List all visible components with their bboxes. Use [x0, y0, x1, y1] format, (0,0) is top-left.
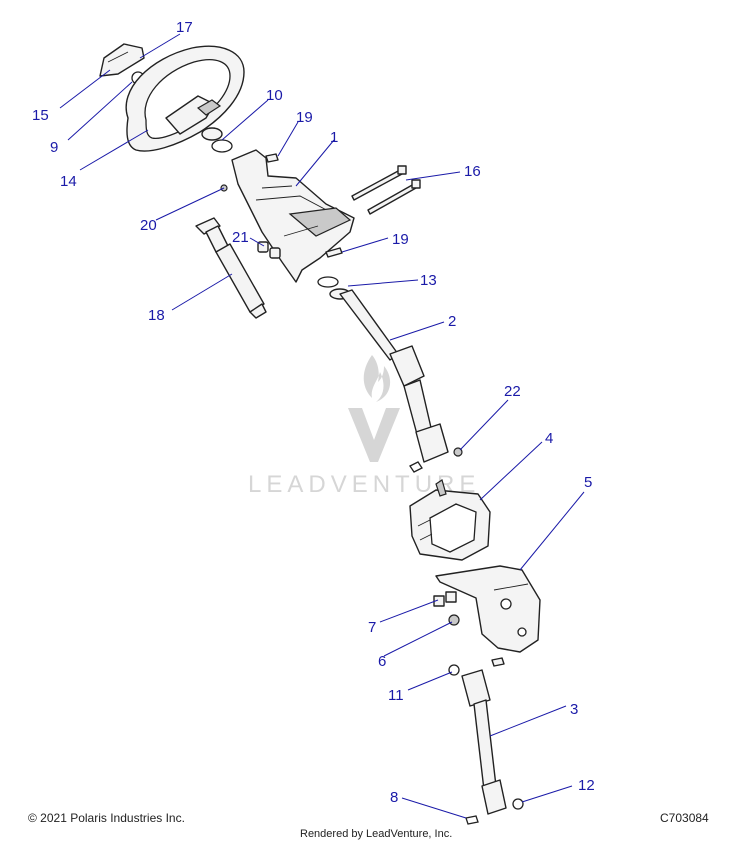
callout-10: 10	[266, 87, 283, 104]
copyright-text: © 2021 Polaris Industries Inc.	[28, 811, 185, 825]
callout-14: 14	[60, 173, 77, 190]
watermark-chevron-icon	[348, 408, 400, 462]
part-steering-wheel	[125, 45, 245, 152]
callout-7: 7	[368, 619, 376, 636]
callout-20: 20	[140, 217, 157, 234]
callout-15: 15	[32, 107, 49, 124]
drawing-id: C703084	[660, 811, 709, 825]
part-bolt-19-upper	[265, 153, 279, 163]
part-gas-strut	[195, 217, 267, 319]
part-bolt-11-b	[491, 657, 505, 667]
callout-9: 9	[50, 139, 58, 156]
callout-11: 11	[388, 687, 404, 704]
callout-8: 8	[390, 789, 398, 806]
callout-22: 22	[504, 383, 521, 400]
rendered-by-text: Rendered by LeadVenture, Inc.	[300, 828, 453, 840]
part-upper-shaft	[339, 289, 449, 473]
part-bolt-8	[465, 815, 479, 825]
part-bolts-7	[433, 591, 457, 607]
callout-5: 5	[584, 474, 592, 491]
part-lower-shaft	[461, 669, 507, 815]
part-eps-bracket	[435, 565, 541, 653]
callout-labels: 1 2 3 4 5 6 7 8 9 10 11 12 13 14 15 16 1…	[32, 19, 595, 806]
part-bushing-rings	[201, 127, 233, 153]
callout-4: 4	[545, 430, 553, 447]
callout-2: 2	[448, 313, 456, 330]
callout-19-lower: 19	[392, 231, 409, 248]
callout-3: 3	[570, 701, 578, 718]
callout-1: 1	[330, 129, 338, 146]
part-rings-13	[317, 276, 351, 300]
watermark-flame-icon	[363, 355, 391, 402]
part-tilt-bracket	[231, 149, 355, 283]
part-cover	[99, 43, 145, 85]
callout-19-upper: 19	[296, 109, 313, 126]
part-nut-6	[448, 614, 460, 626]
callout-16: 16	[464, 163, 481, 180]
callout-13: 13	[420, 272, 437, 289]
callout-17: 17	[176, 19, 193, 36]
part-nut-12	[512, 798, 524, 810]
callout-18: 18	[148, 307, 165, 324]
part-bolt-19-lower	[325, 247, 343, 258]
callout-12: 12	[578, 777, 595, 794]
callout-21: 21	[232, 229, 249, 246]
leadventure-watermark: LEADVENTURE	[248, 355, 475, 498]
part-bolt-11	[448, 664, 460, 676]
callout-6: 6	[378, 653, 386, 670]
leader-lines	[59, 33, 585, 819]
part-long-bolts	[351, 165, 421, 215]
part-eps-unit	[409, 479, 491, 561]
